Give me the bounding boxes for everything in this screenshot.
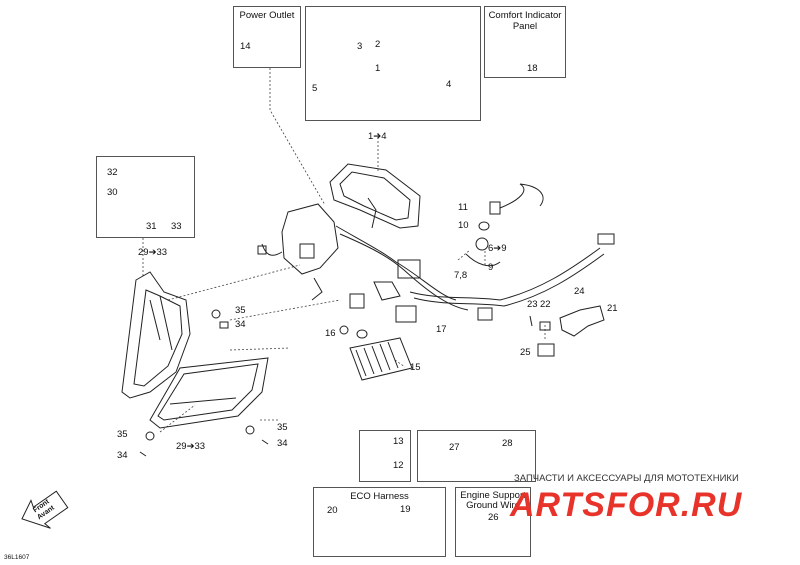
callout-25: 25 xyxy=(520,347,531,358)
switch-box xyxy=(359,430,411,482)
callout-9: 9 xyxy=(488,262,494,273)
bulb-box xyxy=(96,156,195,238)
fasteners xyxy=(139,309,269,457)
comfort-panel-box: Comfort Indicator Panel xyxy=(484,6,566,78)
headlight-lens xyxy=(149,357,269,429)
callout-6-9: 6➔9 xyxy=(488,243,507,254)
callout-1-4: 1➔4 xyxy=(368,131,387,142)
engine-support-title-2: Ground Wire xyxy=(466,500,520,511)
callout-15: 15 xyxy=(410,362,421,373)
callout-20: 20 xyxy=(327,505,338,516)
sensor-parts xyxy=(465,183,544,267)
comfort-panel-title-2: Panel xyxy=(512,21,538,32)
gauge-assembly xyxy=(329,163,421,229)
callout-4: 4 xyxy=(446,79,452,90)
wiring-harness xyxy=(257,203,615,323)
callout-30: 30 xyxy=(107,187,118,198)
callout-3: 3 xyxy=(357,41,363,52)
callout-12: 12 xyxy=(393,460,404,471)
watermark-logo: ARTSFOR.RU xyxy=(510,486,743,524)
voltage-regulator xyxy=(339,325,413,381)
headlight-housing xyxy=(121,271,191,399)
callout-7-8: 7,8 xyxy=(454,270,468,281)
callout-5: 5 xyxy=(312,83,318,94)
callout-14: 14 xyxy=(240,41,251,52)
gauge-box xyxy=(305,6,481,121)
callout-34-c: 34 xyxy=(117,450,128,461)
callout-29-33-bottom: 29➔33 xyxy=(176,441,206,452)
engine-support-title-1: Engine Support xyxy=(460,490,526,501)
callout-11: 11 xyxy=(458,202,468,213)
callout-34-b: 34 xyxy=(277,438,288,449)
leader-lines xyxy=(142,64,546,433)
callout-32: 32 xyxy=(107,167,118,178)
callout-1: 1 xyxy=(375,63,381,74)
diagram-code: 36L1607 xyxy=(4,554,30,561)
eco-harness-box: ECO Harness xyxy=(313,487,446,557)
callout-19: 19 xyxy=(400,504,411,515)
callout-35-c: 35 xyxy=(117,429,128,440)
bracket-parts xyxy=(529,305,605,357)
callout-27: 27 xyxy=(449,442,460,453)
insulation-box xyxy=(417,430,536,482)
callout-13: 13 xyxy=(393,436,404,447)
callout-35-b: 35 xyxy=(277,422,288,433)
callout-34-a: 34 xyxy=(235,319,246,330)
callout-28: 28 xyxy=(502,438,513,449)
callout-26: 26 xyxy=(488,512,499,523)
front-arrow-icon xyxy=(21,490,69,529)
power-outlet-title: Power Outlet xyxy=(239,10,295,21)
callout-10: 10 xyxy=(458,220,469,231)
engine-support-box: Engine Support Ground Wire xyxy=(455,487,531,557)
callout-24: 24 xyxy=(574,286,585,297)
eco-harness-title: ECO Harness xyxy=(350,491,409,502)
callout-31: 31 xyxy=(146,221,157,232)
callout-29-33-top: 29➔33 xyxy=(138,247,168,258)
comfort-panel-title-1: Comfort Indicator xyxy=(488,10,562,21)
callout-16: 16 xyxy=(325,328,336,339)
callout-17: 17 xyxy=(436,324,447,335)
callout-23: 23 xyxy=(527,299,538,310)
power-outlet-box: Power Outlet xyxy=(233,6,301,68)
callout-18: 18 xyxy=(527,63,538,74)
callout-21: 21 xyxy=(607,303,618,314)
watermark-tagline: ЗАПЧАСТИ И АКСЕССУАРЫ ДЛЯ МОТОТЕХНИКИ xyxy=(514,473,739,484)
callout-22: 22 xyxy=(540,299,551,310)
callout-2: 2 xyxy=(375,39,381,50)
callout-33: 33 xyxy=(171,221,182,232)
callout-35-a: 35 xyxy=(235,305,246,316)
